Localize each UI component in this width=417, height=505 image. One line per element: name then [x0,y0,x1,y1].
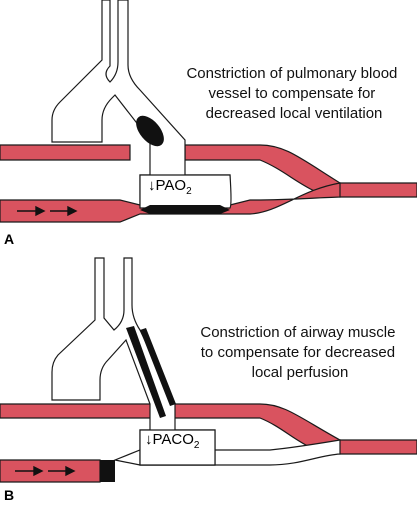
airway-tree-b [51,257,216,466]
panel-a: ↓PAO2 Constriction of pulmonary blood ve… [0,0,417,247]
panel-b: ↓PACO2 Constriction of airway muscle to … [0,257,417,503]
lower-blood-vessel-a [0,182,341,223]
gas-label-a: ↓PAO2 [148,177,192,197]
gas-label-b: ↓PACO2 [145,431,200,451]
smooth-muscle-blob-a [136,115,164,147]
panel-label-b: B [4,487,14,503]
flow-arrows-b [15,465,76,477]
airway-muscle-constriction-b [126,326,176,418]
caption-a: Constriction of pulmonary blood vessel t… [186,65,401,122]
vessel-block-b [100,460,115,482]
upper-blood-vessel-a [0,144,417,198]
flow-arrows-a [17,205,78,217]
vessel-constriction-a [140,205,230,214]
caption-b: Constriction of airway muscle to compens… [200,324,399,381]
alveolus-a [139,174,232,209]
panel-label-a: A [4,231,14,247]
airway-tree-a [51,0,231,206]
alveolus-b [139,429,216,466]
